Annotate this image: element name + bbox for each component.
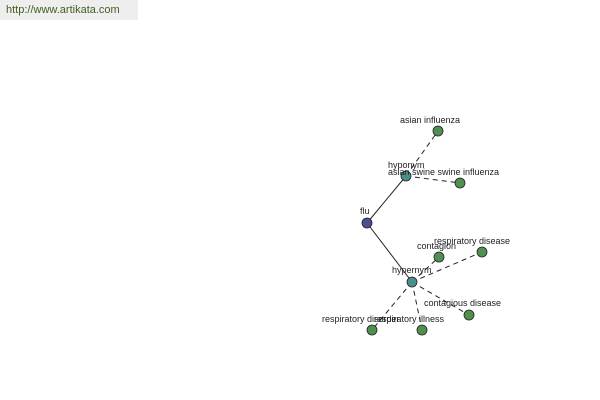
node-label-contagious-disease: contagious disease — [424, 298, 501, 308]
node-respiratory-illness[interactable] — [416, 324, 428, 336]
node-label-contagion: contagion — [417, 241, 456, 251]
node-respiratory-disease[interactable] — [476, 246, 488, 258]
site-url[interactable]: http://www.artikata.com — [0, 0, 138, 20]
edges-layer — [366, 130, 483, 331]
node-contagion[interactable] — [433, 251, 445, 263]
nodes-layer — [361, 125, 488, 336]
node-label-asian-influenza: asian influenza — [400, 115, 460, 125]
node-swine-influenza[interactable] — [454, 177, 466, 189]
node-label-fu: flu — [360, 206, 370, 216]
edge-hyponym-swine-influenza — [405, 175, 461, 184]
edge-hypernym-respiratory-disorder — [371, 281, 413, 331]
node-label-hypernym: hypernym — [392, 265, 432, 275]
labels-layer: flu hyponym hypernym asian influenza asian s… — [322, 115, 510, 324]
edge-hypernym-respiratory-illness — [411, 281, 423, 331]
node-label-respiratory-illness: respiratory illness — [374, 314, 445, 324]
edge-fu-hypernym — [366, 222, 413, 283]
node-label-hyponym: hyponym — [388, 160, 425, 170]
node-respiratory-disorder[interactable] — [366, 324, 378, 336]
edge-hypernym-respiratory-disease — [411, 251, 483, 283]
node-asian-influenza[interactable] — [432, 125, 444, 137]
node-label-respiratory-disorder: respiratory disorder — [322, 314, 400, 324]
node-label-respiratory-disease: respiratory disease — [434, 236, 510, 246]
node-hypernym[interactable] — [406, 276, 418, 288]
node-label-swine-influenza: asian swine swine influenza — [388, 167, 499, 177]
node-fu[interactable] — [361, 217, 373, 229]
edge-hypernym-contagious-disease — [411, 281, 470, 316]
edge-fu-hyponym — [366, 175, 407, 224]
edge-hypernym-contagion — [411, 256, 440, 283]
node-contagious-disease[interactable] — [463, 309, 475, 321]
edge-hyponym-asian-influenza — [405, 130, 439, 177]
node-hyponym[interactable] — [400, 170, 412, 182]
